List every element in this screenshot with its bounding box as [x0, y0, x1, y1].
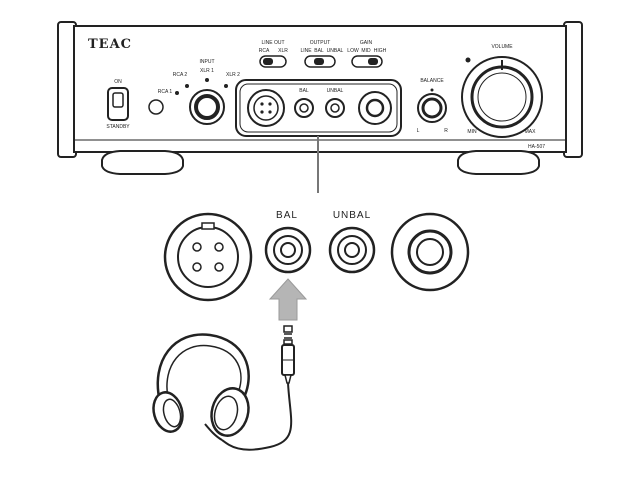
unbal-output-label: UNBAL — [327, 88, 344, 94]
detail-unbal-jack-hole — [344, 242, 360, 258]
gain-title: GAIN — [360, 40, 373, 46]
volume-knob-cap — [477, 72, 527, 122]
input-rca1-label: RCA 1 — [158, 89, 173, 95]
volume-title: VOLUME — [491, 44, 513, 50]
phone-output-jack-inner — [365, 98, 385, 118]
output-switch-knob[interactable] — [314, 58, 324, 65]
power-switch[interactable]: ON STANDBY — [106, 79, 130, 130]
volume-control: VOLUME MIN MAX HA-507 — [461, 44, 545, 150]
insert-arrow-icon — [268, 278, 308, 321]
input-xlr2-label: XLR 2 — [226, 72, 240, 78]
headphone-cable — [221, 382, 293, 451]
input-selector-group: INPUT RCA 2 XLR 1 XLR 2 RCA 1 — [148, 59, 240, 125]
detail-xlr-pin-icon — [192, 262, 202, 272]
enlarged-jack-detail: BAL UNBAL — [163, 210, 470, 302]
balance-title: BALANCE — [420, 78, 444, 84]
xlr-pin-icon — [268, 102, 272, 106]
line-out-option-rca: RCA — [259, 48, 270, 54]
detail-phone-jack-hole — [416, 238, 444, 266]
gain-switch-group: GAIN LOW MID HIGH — [347, 40, 387, 68]
model-label: HA-507 — [528, 144, 545, 150]
plug-strain-relief — [284, 374, 292, 384]
balance-right-label: R — [444, 128, 448, 134]
input-xlr1-label: XLR 1 — [200, 68, 214, 74]
amplifier-front-panel: TEAC ON STANDBY INPUT RCA 2 XLR 1 XLR 2 … — [57, 21, 583, 175]
headphone-plug — [281, 325, 295, 384]
left-foot — [101, 150, 184, 175]
bal-output-label: BAL — [299, 88, 309, 94]
detail-bal-label: BAL — [276, 210, 298, 221]
balance-knob-inner — [421, 97, 443, 119]
detail-xlr-key — [201, 222, 215, 230]
detail-xlr-jack-inner — [177, 226, 239, 288]
volume-max-label: MAX — [525, 129, 537, 135]
headphones-icon — [152, 333, 250, 437]
headband-inner — [166, 344, 242, 399]
detail-xlr-pin-icon — [214, 262, 224, 272]
input-knob-inner — [194, 94, 220, 120]
detail-bal-jack-hole — [280, 242, 296, 258]
power-standby-label: STANDBY — [106, 124, 130, 130]
balance-control: BALANCE L R — [417, 78, 449, 134]
plug-tip — [283, 325, 293, 333]
input-led-rca1 — [175, 91, 179, 95]
line-out-switch-group: LINE OUT RCA XLR — [259, 40, 288, 68]
headphone-cable-end — [204, 423, 223, 441]
gain-option-mid: MID — [361, 48, 371, 54]
volume-min-label: MIN — [467, 129, 477, 135]
power-indicator-led — [465, 57, 471, 63]
right-earpad — [213, 395, 239, 431]
xlr-pin-icon — [260, 110, 264, 114]
output-jack-panel-inner — [239, 83, 398, 133]
balance-center-mark — [430, 88, 434, 92]
headband-outer — [156, 333, 250, 403]
balance-left-label: L — [417, 128, 420, 134]
left-earpad — [162, 398, 182, 428]
output-option-bal: BAL — [314, 48, 324, 54]
brand-logo: TEAC — [88, 37, 132, 52]
input-led-xlr1 — [205, 78, 209, 82]
output-option-unbal: UNBAL — [327, 48, 344, 54]
line-out-switch-knob[interactable] — [263, 58, 273, 65]
gain-option-low: LOW — [347, 48, 359, 54]
detail-unbal-label: UNBAL — [333, 210, 371, 221]
gain-option-high: HIGH — [374, 48, 387, 54]
detail-xlr-pin-icon — [192, 242, 202, 252]
line-out-title: LINE OUT — [261, 40, 284, 46]
ir-sensor — [148, 99, 164, 115]
output-switch-group: OUTPUT LINE BAL UNBAL — [300, 40, 344, 68]
detail-xlr-pin-icon — [214, 242, 224, 252]
input-led-rca2 — [185, 84, 189, 88]
xlr-pin-icon — [268, 110, 272, 114]
power-switch-lever[interactable] — [112, 92, 124, 108]
input-title: INPUT — [200, 59, 215, 65]
gain-switch-knob[interactable] — [368, 58, 378, 65]
line-out-option-xlr: XLR — [278, 48, 288, 54]
xlr-output-jack-inner — [253, 95, 279, 121]
output-option-line: LINE — [300, 48, 312, 54]
plug-sleeve — [283, 339, 293, 345]
power-on-label: ON — [114, 79, 122, 85]
output-title: OUTPUT — [310, 40, 331, 46]
bal-output-jack-inner — [299, 103, 309, 113]
input-led-xlr2 — [224, 84, 228, 88]
xlr-pin-icon — [260, 102, 264, 106]
input-rca2-label: RCA 2 — [173, 72, 188, 78]
output-jack-panel: BAL UNBAL — [235, 79, 402, 137]
unbal-output-jack-inner — [330, 103, 340, 113]
right-foot — [457, 150, 540, 175]
